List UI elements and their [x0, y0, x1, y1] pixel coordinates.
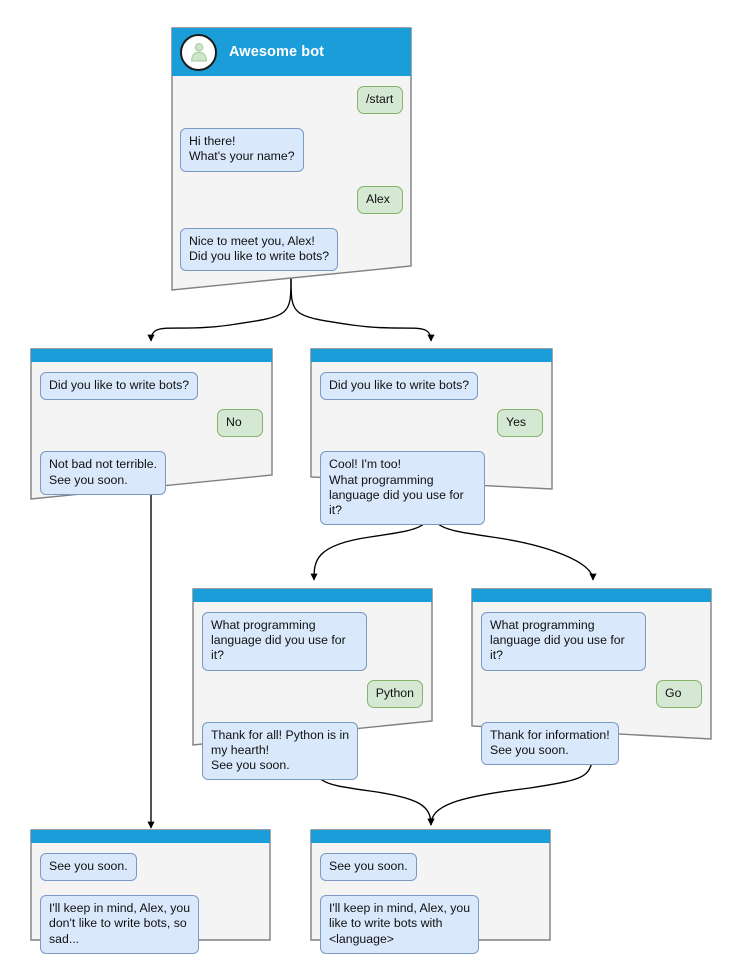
chat-header: Awesome bot — [172, 28, 411, 76]
message-list: See you soon. I'll keep in mind, Alex, y… — [30, 843, 271, 954]
chat-node-no-branch[interactable]: Did you like to write bots? No Not bad n… — [30, 348, 273, 500]
message-bubble-bot: I'll keep in mind, Alex, you like to wri… — [320, 895, 480, 954]
spacer — [320, 400, 543, 409]
spacer — [320, 437, 543, 451]
message-bubble-user: Python — [366, 679, 423, 708]
message-bubble-bot: Hi there! What's your name? — [180, 128, 304, 172]
chat-header — [472, 589, 711, 602]
message-bubble-bot: Nice to meet you, Alex! Did you like to … — [180, 227, 339, 272]
message-list: What programming language did you use fo… — [471, 602, 712, 766]
message-list: See you soon. I'll keep in mind, Alex, y… — [310, 843, 551, 954]
message-list: Did you like to write bots? Yes Cool! I'… — [310, 362, 553, 526]
chat-node-python-branch[interactable]: What programming language did you use fo… — [192, 588, 433, 781]
chat-header — [31, 830, 270, 843]
spacer — [180, 214, 403, 228]
spacer — [180, 114, 403, 128]
message-bubble-bot: I'll keep in mind, Alex, you don't like … — [40, 895, 200, 954]
message-bubble-user: /start — [357, 86, 403, 115]
spacer — [40, 437, 263, 451]
message-bubble-user: Alex — [357, 185, 403, 214]
message-bubble-user: No — [217, 409, 263, 438]
chat-node-yes-branch[interactable]: Did you like to write bots? Yes Cool! I'… — [310, 348, 553, 526]
chat-node-end-yes[interactable]: See you soon. I'll keep in mind, Alex, y… — [310, 829, 551, 954]
message-bubble-bot: What programming language did you use fo… — [481, 612, 646, 671]
message-bubble-user: Go — [656, 679, 702, 708]
spacer — [320, 881, 541, 895]
chat-header — [31, 349, 272, 362]
chat-header — [311, 349, 552, 362]
spacer — [481, 671, 702, 680]
message-bubble-bot: What programming language did you use fo… — [202, 612, 367, 671]
chat-node-root[interactable]: Awesome bot /start Hi there! What's your… — [170, 26, 413, 292]
message-bubble-bot: Not bad not terrible. See you soon. — [40, 451, 167, 495]
message-bubble-bot: See you soon. — [320, 853, 417, 882]
message-list: /start Hi there! What's your name? Alex … — [170, 76, 413, 272]
message-bubble-user: Yes — [497, 409, 543, 438]
spacer — [180, 172, 403, 186]
message-bubble-bot: See you soon. — [40, 853, 137, 882]
message-bubble-bot: Did you like to write bots? — [320, 372, 479, 401]
message-bubble-bot: Thank for information! See you soon. — [481, 721, 619, 766]
message-list: Did you like to write bots? No Not bad n… — [30, 362, 273, 495]
spacer — [202, 708, 423, 722]
chat-node-go-branch[interactable]: What programming language did you use fo… — [471, 588, 712, 766]
message-bubble-bot: Did you like to write bots? — [40, 372, 199, 401]
chat-header — [193, 589, 432, 602]
user-avatar-icon — [180, 33, 217, 71]
chat-node-end-no[interactable]: See you soon. I'll keep in mind, Alex, y… — [30, 829, 271, 954]
message-bubble-bot: Cool! I'm too! What programming language… — [320, 451, 485, 526]
spacer — [202, 671, 423, 680]
chat-header — [311, 830, 550, 843]
chat-title: Awesome bot — [229, 44, 325, 60]
spacer — [40, 881, 261, 895]
message-list: What programming language did you use fo… — [192, 602, 433, 781]
spacer — [481, 708, 702, 722]
spacer — [40, 400, 263, 409]
message-bubble-bot: Thank for all! Python is in my hearth! S… — [202, 721, 359, 781]
